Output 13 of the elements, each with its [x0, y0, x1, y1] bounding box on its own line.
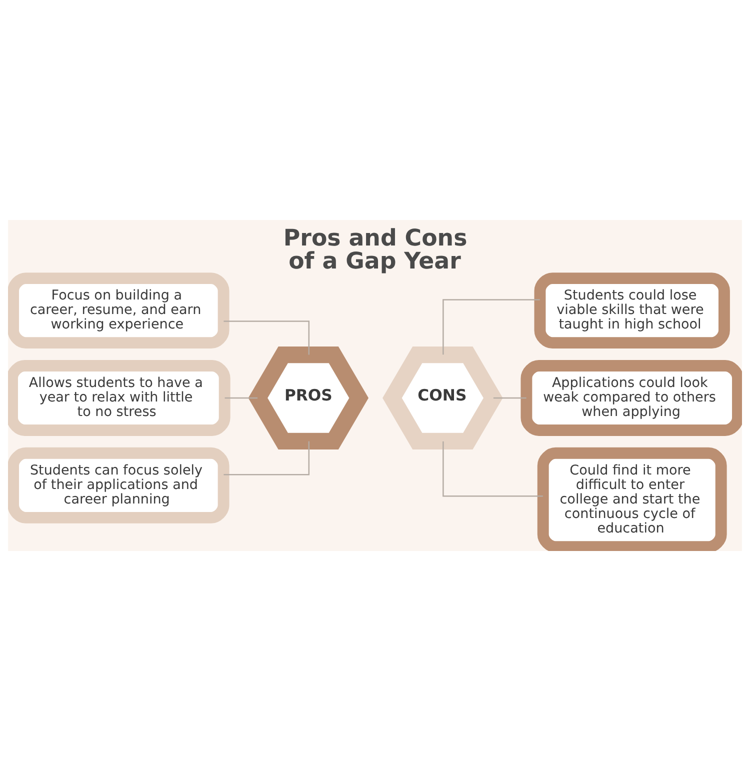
- connector: [224, 320, 310, 354]
- node-box: Applications could look weak compared to others when applying: [520, 360, 742, 436]
- node-box: Students can focus solely of their applications and career planning: [8, 446, 230, 523]
- diagram-title: Pros and Cons of a Gap Year: [283, 225, 468, 274]
- connector: [493, 396, 526, 398]
- node-box: Focus on building a career, resume, and earn working experience: [8, 272, 230, 348]
- connector: [442, 298, 540, 354]
- connector: [224, 396, 258, 398]
- connector: [224, 440, 310, 475]
- node-box: Could find it more difficult to enter college and start the continuous cycle of education: [537, 446, 727, 550]
- node-box: Allows students to have a year to relax with little to no stress: [8, 360, 230, 436]
- connector: [442, 440, 543, 496]
- node-box: Students could lose viable skills that were taught in high school: [534, 272, 730, 348]
